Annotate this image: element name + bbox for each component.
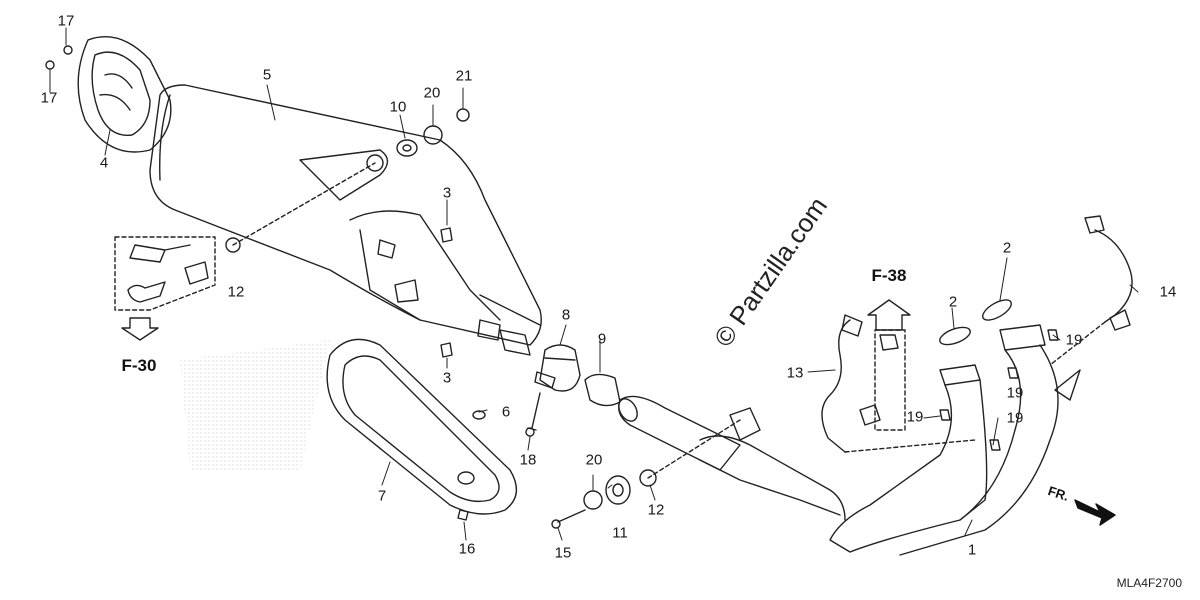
callout-15: 15 [554,544,572,562]
exhaust-header [699,324,1081,556]
f38-arrow [867,299,911,331]
callout-2-right: 2 [1002,239,1012,257]
callout-19-c: 19 [906,408,924,426]
frame-shadow [180,340,330,470]
gasket-2b [982,299,1012,321]
callout-12-top: 12 [227,283,245,301]
callout-4: 4 [99,154,109,172]
callout-3-top: 3 [442,184,452,202]
muffler-body [149,84,542,356]
callout-2-left: 2 [948,293,958,311]
callout-1: 1 [967,541,977,559]
callout-3-bottom: 3 [442,369,452,387]
callout-16: 16 [458,540,476,558]
callout-6: 6 [501,403,511,421]
reference-f30: F-30 [121,356,157,375]
callout-12-bottom: 12 [647,501,665,519]
callout-11: 11 [612,524,628,542]
callout-13: 13 [786,364,804,382]
sensor-wire-14 [1094,229,1133,323]
clamp [534,344,581,392]
callout-10: 10 [389,98,407,116]
heat-shield [326,338,518,515]
front-arrow [1074,499,1116,526]
callout-20-bottom: 20 [585,451,603,469]
sensor-group-outline [874,329,906,431]
callout-21: 21 [455,67,473,85]
callout-19-b: 19 [1006,384,1024,402]
callout-14: 14 [1159,283,1177,301]
callout-20-top: 20 [423,84,441,102]
bracket-group [114,162,376,341]
callout-18: 18 [519,451,537,469]
reference-f38: F-38 [871,266,907,285]
sensor-wire-13 [821,319,851,453]
callout-17-top: 17 [57,12,75,30]
callout-7: 7 [377,487,387,505]
leader-lines [49,27,1139,541]
diagram-code: MLA4F2700 [1116,576,1182,590]
callout-9: 9 [597,330,607,348]
gasket-2a [939,326,971,346]
callout-17-bottom: 17 [40,89,58,107]
muffler-end-cap [77,36,172,153]
callout-19-a: 19 [1065,331,1083,349]
callout-8: 8 [561,306,571,324]
link-pipe [584,373,741,471]
callout-5: 5 [262,66,272,84]
callout-19-d: 19 [1006,409,1024,427]
